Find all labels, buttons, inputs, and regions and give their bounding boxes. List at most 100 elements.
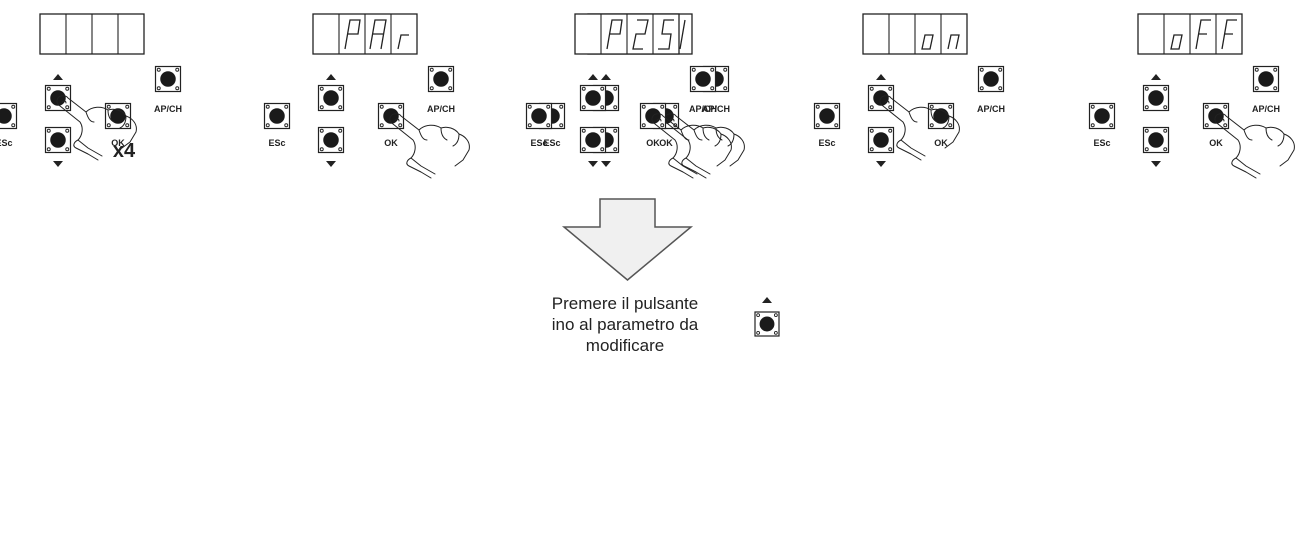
ok-label: OK	[1209, 138, 1223, 148]
button-screw	[929, 123, 934, 128]
button-screw	[1254, 67, 1259, 72]
ok-label: OK	[934, 138, 948, 148]
button-screw	[613, 128, 618, 133]
hand-outline	[668, 157, 694, 179]
button-screw	[46, 86, 51, 91]
digit-n	[947, 34, 960, 50]
button-screw	[888, 86, 893, 91]
button-screw	[869, 86, 874, 91]
digit-o	[921, 34, 934, 50]
button-screw	[1144, 128, 1149, 133]
down-button	[44, 126, 72, 154]
apch-button	[154, 65, 182, 93]
down-arrow-icon	[876, 161, 886, 167]
step-5-display	[1137, 13, 1243, 55]
digit-stroke	[397, 34, 409, 50]
button-screw	[723, 86, 728, 91]
apch-button	[689, 65, 717, 93]
button-key	[531, 108, 547, 124]
button-screw	[175, 67, 180, 72]
down-arrow-icon	[588, 161, 598, 167]
button-screw	[125, 104, 130, 109]
apch-button	[427, 65, 455, 93]
step-2-display	[312, 13, 418, 55]
button-screw	[660, 104, 665, 109]
esc-label: ESc	[268, 138, 285, 148]
button-key	[873, 132, 889, 148]
button-screw	[1254, 86, 1259, 91]
button-screw	[613, 147, 618, 152]
button-screw	[998, 67, 1003, 72]
button-screw	[546, 123, 551, 128]
down-button	[579, 126, 607, 154]
hand-outline	[680, 127, 722, 147]
hand-outline	[1231, 157, 1257, 179]
button-screw	[65, 86, 70, 91]
digit-stroke	[369, 19, 387, 50]
button-screw	[869, 147, 874, 152]
button-screw	[265, 123, 270, 128]
apch-label: AP/CH	[689, 104, 717, 114]
esc-label: ESc	[818, 138, 835, 148]
button-screw	[888, 128, 893, 133]
button-screw	[429, 67, 434, 72]
button-key	[819, 108, 835, 124]
down-arrow-icon	[601, 161, 611, 167]
hand-outline	[394, 118, 400, 122]
instruction-caption: Premere il pulsante ino al parametro da …	[520, 293, 730, 356]
button-screw	[156, 67, 161, 72]
digit-1	[679, 19, 686, 50]
button-key	[1148, 90, 1164, 106]
hand-outline	[1219, 118, 1225, 122]
button-screw	[429, 86, 434, 91]
button-screw	[600, 86, 605, 91]
button-screw	[888, 147, 893, 152]
up-arrow-icon	[876, 74, 886, 80]
button-screw	[691, 86, 696, 91]
hand-pointer-icon	[389, 113, 470, 179]
hand-outline	[406, 157, 432, 179]
digit-stroke	[658, 19, 674, 50]
hand-outline	[389, 115, 436, 175]
digit-F	[1221, 19, 1237, 50]
button-key	[1258, 71, 1274, 87]
apch-button	[1252, 65, 1280, 93]
button-screw	[65, 147, 70, 152]
button-screw	[979, 67, 984, 72]
hand-outline	[56, 97, 103, 157]
button-screw	[869, 128, 874, 133]
button-key	[0, 108, 12, 124]
button-screw	[11, 104, 16, 109]
digit-5	[658, 19, 674, 50]
hand-pointer-icon	[1214, 113, 1295, 179]
down-arrow-icon	[53, 161, 63, 167]
digit-stroke	[1170, 34, 1183, 50]
button-screw	[641, 104, 646, 109]
button-screw	[1144, 86, 1149, 91]
hand-outline	[85, 109, 127, 129]
button-screw	[815, 123, 820, 128]
button-screw	[338, 105, 343, 110]
button-screw	[398, 123, 403, 128]
up-arrow-icon	[601, 74, 611, 80]
button-screw	[319, 86, 324, 91]
esc-button	[525, 102, 553, 130]
button-screw	[106, 123, 111, 128]
hand-outline	[656, 118, 662, 122]
button-screw	[527, 104, 532, 109]
up-arrow-icon	[326, 74, 336, 80]
ok-label: OK	[384, 138, 398, 148]
button-screw	[1204, 123, 1209, 128]
button-screw	[379, 104, 384, 109]
button-screw	[106, 104, 111, 109]
esc-label: ESc	[0, 138, 13, 148]
down-arrow-icon	[326, 161, 336, 167]
hand-pointer-icon	[56, 95, 137, 161]
up-arrow-icon	[1151, 74, 1161, 80]
up-button	[317, 84, 345, 112]
caption-line-2: ino al parametro da	[551, 315, 699, 334]
button-screw	[338, 128, 343, 133]
button-screw	[1204, 104, 1209, 109]
step-4-display	[862, 13, 968, 55]
button-screw	[11, 123, 16, 128]
